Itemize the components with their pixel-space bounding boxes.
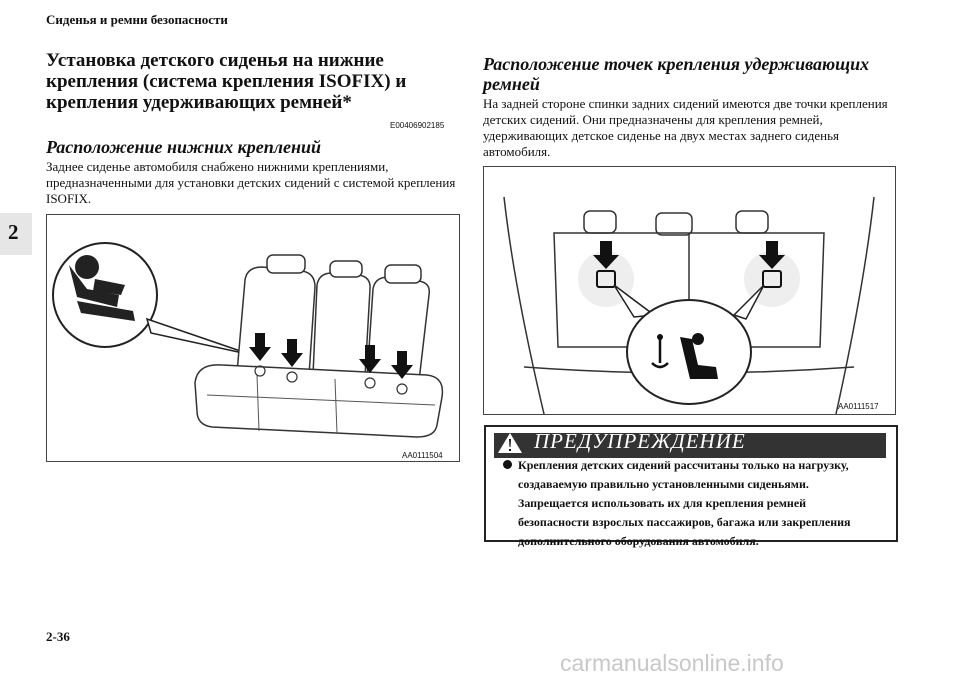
warning-box <box>484 425 898 542</box>
page-number: 2-36 <box>46 629 70 644</box>
section-code: E00406902185 <box>390 121 445 130</box>
chapter-tab <box>0 213 32 255</box>
warning-text: Крепления детских сидений рассчитаны тол… <box>518 458 851 548</box>
chapter-number: 2 <box>8 220 19 244</box>
warning-title: ПРЕДУПРЕЖДЕНИЕ <box>534 429 746 453</box>
tether-anchors-text: На задней стороне спинки задних сидений … <box>483 96 888 159</box>
child-seat-icon <box>69 255 135 321</box>
running-header: Сиденья и ремни безопасности <box>46 12 228 27</box>
lower-anchors-figure-code: AA0111504 <box>402 451 443 460</box>
warning-triangle-icon <box>498 433 522 453</box>
tether-anchor-icon <box>651 333 718 379</box>
warning-header-bar <box>494 433 886 458</box>
tether-anchors-heading: Расположение точек крепления удерживающи… <box>483 54 870 94</box>
lower-anchors-heading: Расположение нижних креплений <box>46 137 322 157</box>
watermark: carmanualsonline.info <box>560 650 784 676</box>
lower-anchors-figure <box>46 214 460 462</box>
tether-anchors-figure-code: AA0111517 <box>838 402 879 411</box>
tether-anchors-figure <box>483 166 896 415</box>
section-title: Установка детского сиденья на нижние кре… <box>46 50 407 113</box>
lower-anchors-text: Заднее сиденье автомобиля снабжено нижни… <box>46 159 456 206</box>
warning-bullet <box>503 460 512 469</box>
